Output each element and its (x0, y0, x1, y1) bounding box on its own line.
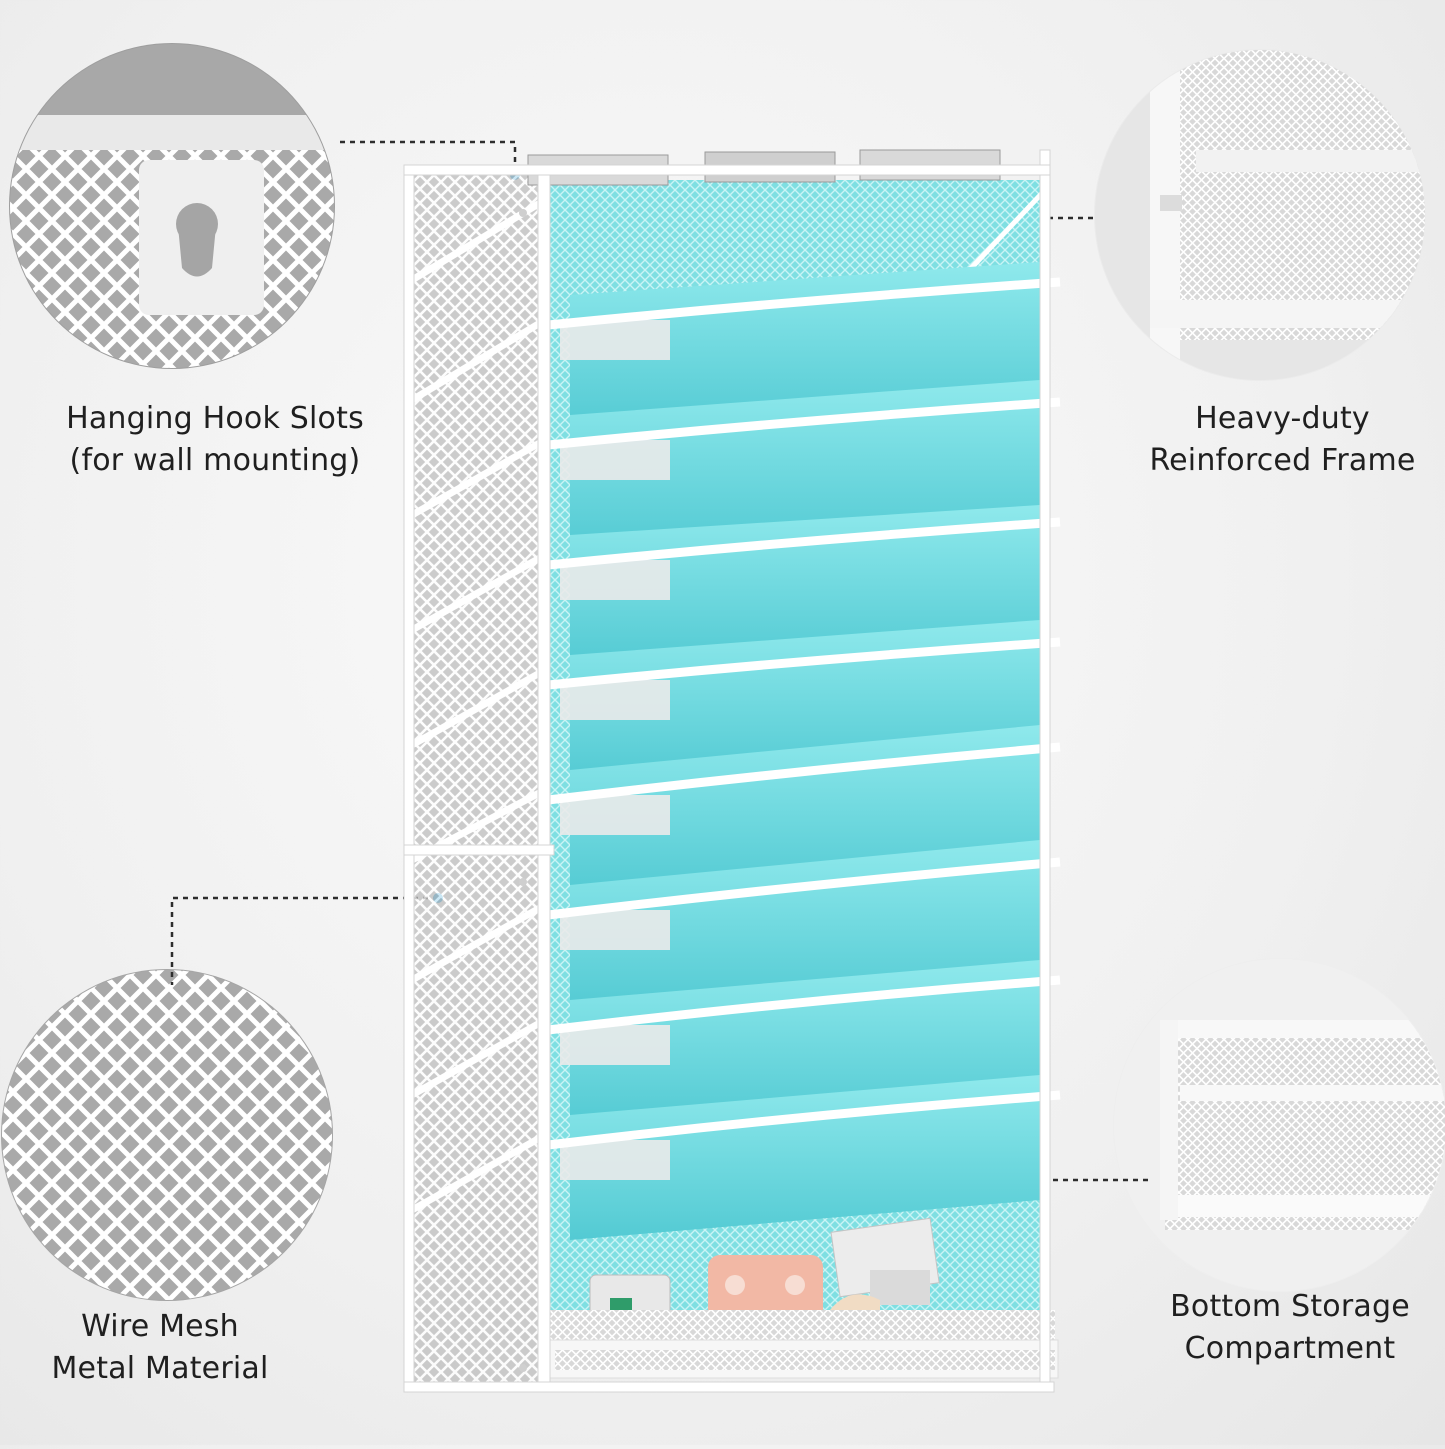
callout-frame-line2: Reinforced Frame (1149, 443, 1416, 478)
keyhole-icon (176, 203, 218, 277)
callout-mesh-line1: Wire Mesh (81, 1309, 239, 1344)
callout-hook-line2: (for wall mounting) (69, 443, 361, 478)
file-organizer (403, 149, 1061, 1393)
callout-storage-circle (1113, 958, 1445, 1292)
callout-storage-label: Bottom Storage Compartment (1135, 1286, 1445, 1370)
tier-pocket (547, 1075, 1061, 1240)
tier-pocket (547, 505, 1061, 665)
callout-hook-line1: Hanging Hook Slots (66, 401, 364, 436)
tier-pocket (547, 262, 1061, 430)
callout-hook-circle (9, 43, 335, 369)
callout-frame-label: Heavy-duty Reinforced Frame (1120, 398, 1445, 482)
callout-storage-line1: Bottom Storage (1170, 1289, 1410, 1324)
callout-mesh-line2: Metal Material (51, 1351, 269, 1386)
tier-pocket (547, 960, 1061, 1125)
tier-pocket (547, 840, 1061, 1010)
tier-pocket (547, 380, 1061, 550)
callout-frame-line1: Heavy-duty (1195, 401, 1370, 436)
callout-mesh-label: Wire Mesh Metal Material (20, 1306, 300, 1390)
callout-mesh-circle (1, 969, 333, 1301)
callout-hook-label: Hanging Hook Slots (for wall mounting) (20, 398, 410, 482)
callout-frame-circle (1094, 49, 1426, 381)
callout-storage-line2: Compartment (1184, 1331, 1396, 1366)
